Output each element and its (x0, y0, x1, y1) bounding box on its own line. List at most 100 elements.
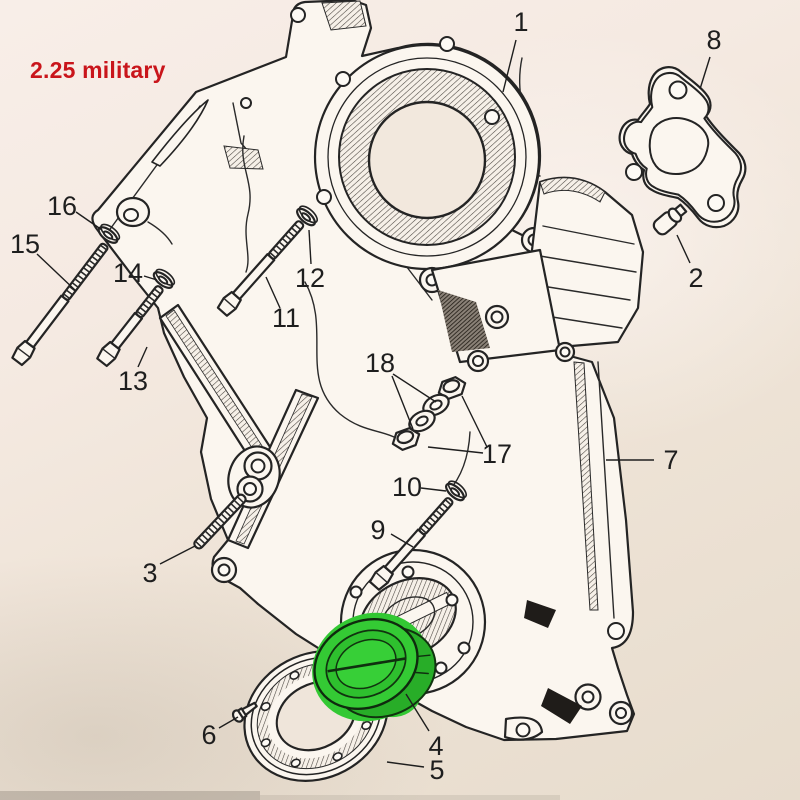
washer-12 (296, 205, 318, 227)
washer-10 (445, 480, 467, 502)
callout-1: 1 (502, 7, 529, 93)
bottom-shadow-strip (0, 791, 260, 800)
flange-hole-3 (484, 109, 500, 125)
casting-line-2 (304, 281, 397, 439)
housing-hole-5 (349, 585, 363, 599)
housing-hole-3 (457, 641, 471, 655)
callout-5-label: 5 (429, 755, 444, 785)
bracket-boss-a-hole (250, 458, 266, 474)
top-lug-hole (290, 7, 306, 23)
flange-hole-2 (439, 36, 455, 52)
bolt-13 (96, 285, 164, 368)
gasket-hole-bottom (707, 194, 725, 212)
callout-17: 17 (427, 395, 512, 469)
flange-opening (367, 100, 487, 220)
plug-part-2 (652, 203, 688, 236)
web-boss-2-hole (472, 355, 484, 367)
face-hole (240, 97, 252, 109)
highlighted-oil-seal (312, 612, 437, 722)
callout-9-label: 9 (370, 515, 385, 545)
boss-ridge-1 (542, 225, 635, 245)
gasket (618, 66, 747, 236)
seal-split-line (327, 657, 406, 673)
bolt-15 (11, 242, 109, 367)
bracket-boss-b-hole (243, 482, 257, 496)
web-boss-3-hole (559, 346, 571, 358)
callout-16: 16 (47, 191, 103, 231)
top-lug-hatch (321, 0, 367, 31)
callout-10-label: 10 (392, 472, 422, 502)
callout-4-label: 4 (428, 731, 443, 761)
foot-boss-2-hole (615, 707, 627, 719)
gasket-hole-left (625, 163, 643, 181)
web-shadow-hatch (438, 290, 490, 352)
boss-ridge-2 (539, 255, 637, 273)
callouts: 1 8 2 16 15 14 (10, 7, 722, 785)
fasteners (11, 205, 467, 591)
callout-3-label: 3 (142, 558, 157, 588)
callout-18: 18 (365, 348, 437, 430)
mount-boss-hole (123, 208, 139, 222)
stud-bracket-web (430, 248, 576, 373)
gasket-opening (648, 117, 710, 175)
callout-17-label: 17 (482, 439, 512, 469)
bolt-11 (216, 220, 305, 317)
strut-hatch (573, 361, 599, 611)
bottom-lug-hole (515, 722, 531, 738)
callout-14: 14 (113, 258, 158, 288)
engine-variant-label: 2.25 military (30, 57, 166, 83)
nut-17b (391, 427, 421, 451)
callout-9: 9 (370, 515, 414, 548)
bolt-9 (368, 497, 454, 591)
foot-shadow-1 (541, 688, 582, 724)
callout-11-label: 11 (272, 303, 300, 333)
callout-10: 10 (392, 472, 447, 502)
foot-shadow-2 (524, 600, 556, 628)
callout-1-label: 1 (513, 7, 528, 37)
housing-hole-4 (434, 661, 448, 675)
callout-2: 2 (676, 234, 704, 293)
housing-hole-2 (445, 593, 459, 607)
callout-18-label: 18 (365, 348, 395, 378)
water-pump-flange (313, 36, 548, 294)
callout-16-label: 16 (47, 191, 77, 221)
flange-hole-4 (316, 189, 332, 205)
callout-6-label: 6 (201, 720, 216, 750)
boss-arm-line (147, 221, 173, 245)
seal-rim-tick-1 (416, 654, 431, 658)
bottom-shadow-strip-2 (260, 795, 560, 800)
flange-hole-1 (335, 71, 351, 87)
boss-ridge-3 (541, 285, 631, 301)
strut-inner-line (597, 361, 615, 619)
callout-12: 12 (295, 229, 325, 293)
callout-7: 7 (606, 445, 679, 475)
washer-18a (422, 393, 450, 417)
callout-8: 8 (699, 25, 722, 90)
seal-rim-tick-2 (415, 671, 429, 675)
strut-foot-hole (607, 622, 625, 640)
callout-4: 4 (405, 693, 444, 761)
washer-14 (152, 268, 176, 289)
callout-2-label: 2 (688, 263, 703, 293)
callout-13-label: 13 (118, 366, 148, 396)
flange-ring (327, 57, 527, 257)
pump-boss (530, 176, 645, 349)
left-rim-sliver (151, 99, 209, 167)
web-boss-1-hole (490, 310, 504, 324)
casting-line-1 (242, 135, 251, 273)
callout-7-label: 7 (663, 445, 678, 475)
callout-6: 6 (201, 716, 239, 750)
callout-15-label: 15 (10, 229, 40, 259)
stud-3 (193, 493, 247, 550)
gasket-hole-top (668, 80, 688, 100)
foot-boss-1-hole (581, 690, 595, 704)
callout-5: 5 (386, 755, 445, 785)
callout-8-label: 8 (706, 25, 721, 55)
housing-hole-1 (401, 565, 415, 579)
boss-ridge-4 (545, 315, 623, 329)
bracket-foot-lug-hole (217, 563, 231, 577)
callout-11: 11 (265, 276, 300, 333)
callout-3: 3 (142, 545, 196, 588)
